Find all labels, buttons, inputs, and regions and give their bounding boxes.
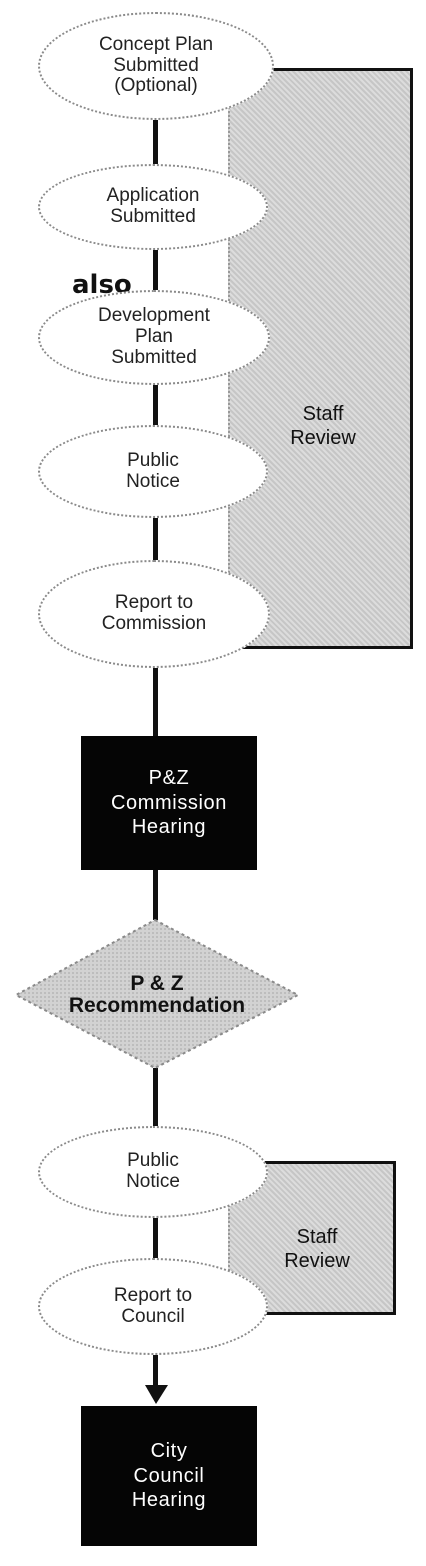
staff-review-label-1: Staff Review (290, 403, 356, 449)
node-development-plan-text: Development Plan Submitted (98, 305, 210, 368)
node-city-council-hearing: City Council Hearing (81, 1406, 257, 1546)
node-public-notice-2-text: Public Notice (126, 1150, 180, 1192)
node-council-hearing-text: City Council Hearing (131, 1440, 207, 1512)
node-report-to-council: Report to Council (38, 1258, 268, 1355)
node-concept-plan-submitted: Concept Plan Submitted (Optional) (38, 12, 274, 120)
connector-2 (153, 250, 158, 290)
connector-6 (153, 870, 158, 920)
node-report-commission-text: Report to Commission (101, 592, 207, 634)
node-concept-plan-text: Concept Plan Submitted (Optional) (98, 33, 214, 97)
staff-review-panel-1 (228, 68, 413, 649)
node-application-text: Application Submitted (106, 185, 200, 227)
decision-diamond (13, 918, 301, 1070)
connector-5 (153, 668, 158, 736)
node-report-council-text: Report to Council (113, 1284, 193, 1327)
node-pz-recommendation: P & Z Recommendation (16, 955, 298, 1035)
node-public-notice-1-text: Public Notice (126, 449, 180, 492)
connector-4 (153, 518, 158, 560)
connector-8 (153, 1218, 158, 1258)
connector-7 (153, 1068, 158, 1126)
node-public-notice-1: Public Notice (38, 425, 268, 518)
connector-3 (153, 385, 158, 425)
connector-1 (153, 120, 158, 164)
node-pz-recommendation-text: P & Z Recommendation (68, 971, 246, 1017)
node-pz-hearing-text: P&Z Commission Hearing (110, 767, 228, 839)
arrowhead-down (145, 1385, 168, 1404)
node-development-plan-submitted: Development Plan Submitted (38, 290, 270, 385)
node-public-notice-2: Public Notice (38, 1126, 268, 1218)
staff-review-label-2: Staff Review (284, 1226, 350, 1272)
node-pz-commission-hearing: P&Z Commission Hearing (81, 736, 257, 870)
node-application-submitted: Application Submitted (38, 164, 268, 250)
connector-9 (153, 1355, 158, 1390)
node-report-to-commission: Report to Commission (38, 560, 270, 668)
